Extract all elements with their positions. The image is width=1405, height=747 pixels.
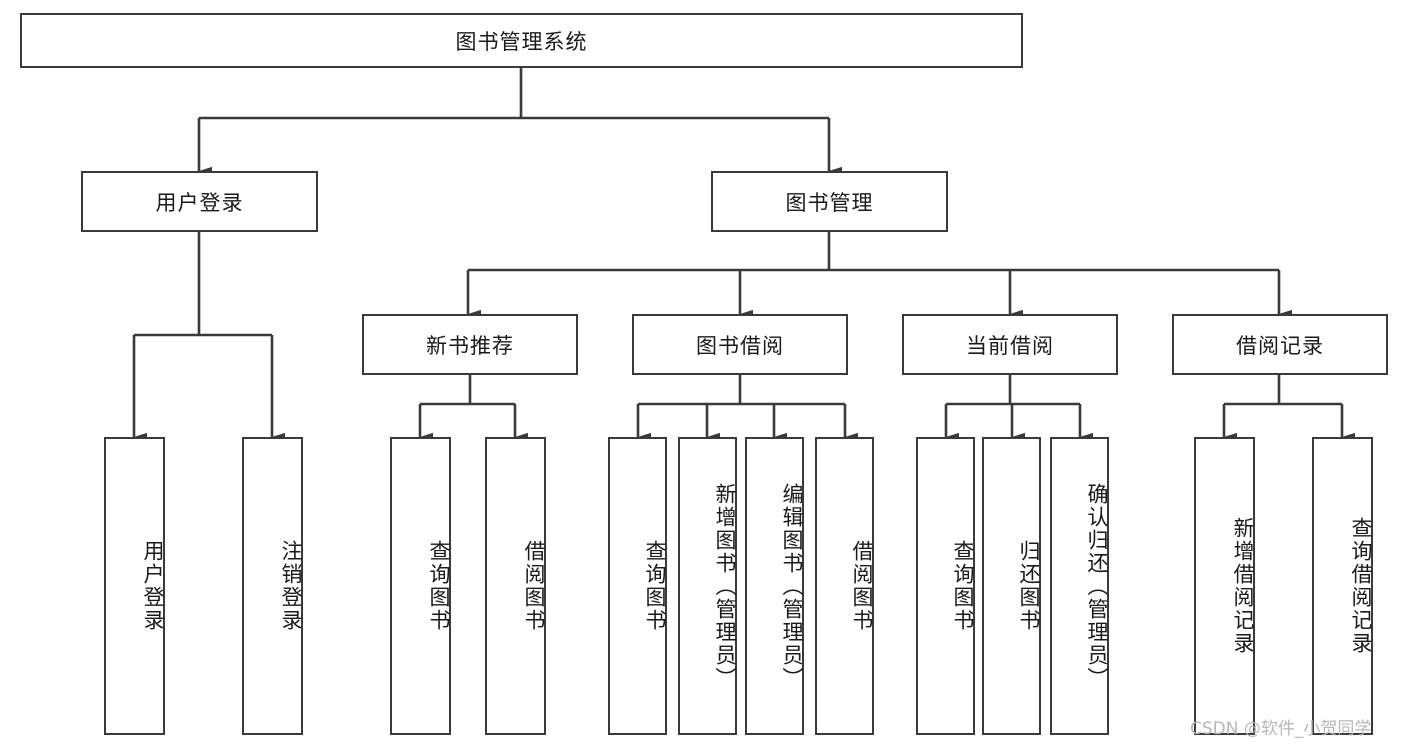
node-root[interactable]: 图书管理系统 (20, 13, 1023, 68)
node-borrow-records[interactable]: 借阅记录 (1172, 314, 1388, 375)
node-label: 借阅记录 (1236, 333, 1324, 358)
node-label: 用户登录 (141, 540, 165, 632)
node-label: 当前借阅 (966, 333, 1054, 358)
leaf-borrow-books[interactable]: 借阅图书 (815, 437, 874, 735)
node-label: 图书管理 (785, 190, 874, 215)
leaf-logout[interactable]: 注销登录 (242, 437, 303, 735)
leaf-confirm-return-admin[interactable]: 确认归还（管理员） (1050, 437, 1109, 735)
node-label: 借阅图书 (850, 540, 874, 632)
node-label: 注销登录 (279, 540, 303, 632)
node-user-login[interactable]: 用户登录 (81, 171, 318, 232)
leaf-borrow-books-recommend[interactable]: 借阅图书 (485, 437, 546, 735)
leaf-query-books-borrow[interactable]: 查询图书 (608, 437, 667, 735)
leaf-return-books[interactable]: 归还图书 (982, 437, 1041, 735)
node-label: 借阅图书 (522, 540, 546, 632)
node-label: 编辑图书（管理员） (780, 482, 804, 690)
leaf-add-borrow-record[interactable]: 新增借阅记录 (1194, 437, 1255, 735)
leaf-user-login[interactable]: 用户登录 (104, 437, 165, 735)
watermark-text: CSDN @软件_小贺同学 (1190, 719, 1372, 739)
node-label: 新增借阅记录 (1231, 517, 1255, 655)
node-label: 查询图书 (951, 540, 975, 632)
node-new-book-recommend[interactable]: 新书推荐 (362, 314, 578, 375)
node-current-borrow[interactable]: 当前借阅 (902, 314, 1118, 375)
node-book-borrow[interactable]: 图书借阅 (632, 314, 848, 375)
node-label: 图书管理系统 (455, 29, 588, 54)
node-label: 确认归还（管理员） (1085, 482, 1109, 690)
node-book-management[interactable]: 图书管理 (711, 171, 948, 232)
leaf-query-borrow-record[interactable]: 查询借阅记录 (1312, 437, 1373, 735)
node-label: 查询图书 (643, 540, 667, 632)
node-label: 新书推荐 (426, 333, 514, 358)
leaf-add-book-admin[interactable]: 新增图书（管理员） (678, 437, 737, 735)
node-label: 新增图书（管理员） (713, 482, 737, 690)
node-label: 用户登录 (155, 190, 244, 215)
node-label: 查询借阅记录 (1349, 517, 1373, 655)
leaf-query-books-recommend[interactable]: 查询图书 (390, 437, 451, 735)
node-label: 归还图书 (1017, 540, 1041, 632)
leaf-query-books-current[interactable]: 查询图书 (916, 437, 975, 735)
node-label: 图书借阅 (696, 333, 784, 358)
node-label: 查询图书 (427, 540, 451, 632)
leaf-edit-book-admin[interactable]: 编辑图书（管理员） (745, 437, 804, 735)
